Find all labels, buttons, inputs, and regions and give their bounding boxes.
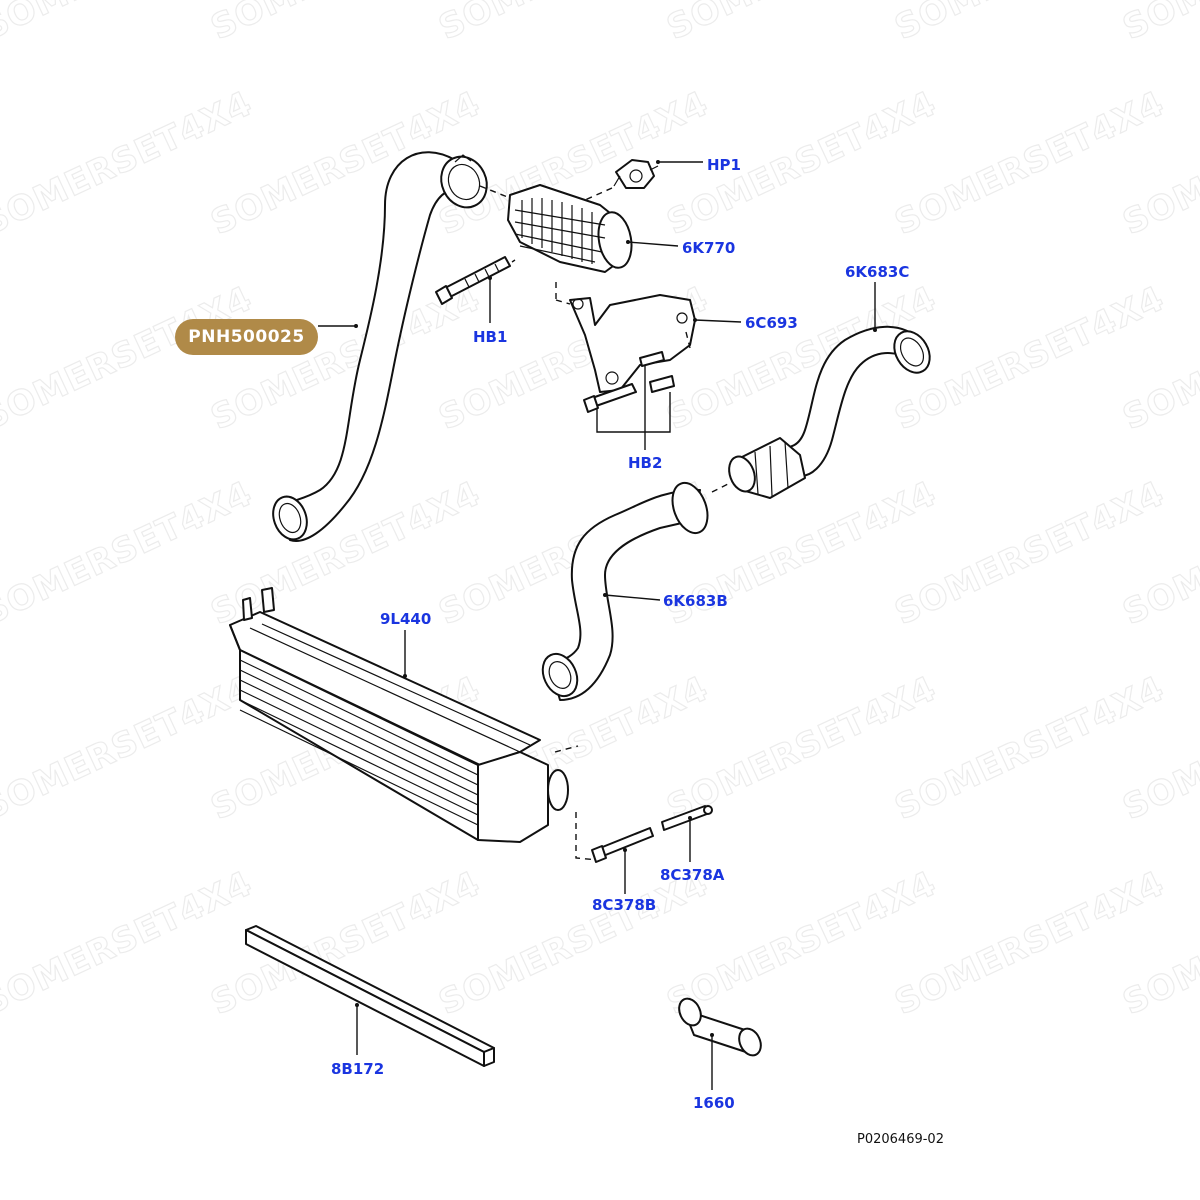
callout-8c378b[interactable]: 8C378B (592, 896, 656, 914)
hose-pnh500025 (272, 151, 511, 542)
leader-dot (656, 160, 660, 164)
bracket-6c693 (555, 282, 696, 393)
clip-hp1 (613, 159, 659, 189)
callout-6c693[interactable]: 6C693 (745, 314, 798, 332)
leader-dot (354, 324, 358, 328)
callout-6k683b[interactable]: 6K683B (663, 592, 728, 610)
callout-1660[interactable]: 1660 (693, 1094, 735, 1112)
bolt-8c378a (661, 805, 713, 831)
callout-hb1[interactable]: HB1 (473, 328, 507, 346)
bolt-hb1 (435, 256, 516, 305)
bolt-8c378b (591, 827, 654, 863)
leader-dot (710, 1033, 714, 1037)
callout-9l440[interactable]: 9L440 (380, 610, 431, 628)
leader-dot (873, 328, 877, 332)
leader-lines (318, 160, 877, 1090)
leader-dot (355, 1003, 359, 1007)
leader-dot (693, 318, 697, 322)
callout-8c378a[interactable]: 8C378A (660, 866, 725, 884)
callout-6k683c[interactable]: 6K683C (845, 263, 909, 281)
intake-body-6k770 (507, 184, 633, 273)
callout-hp1[interactable]: HP1 (707, 156, 741, 174)
watermark-layer: SOMERSET4X4SOMERSET4X4SOMERSET4X4SOMERSE… (0, 0, 1200, 1024)
leader-dot (603, 593, 607, 597)
watermark-text: SOMERSET4X4 (1117, 0, 1200, 48)
strip-8b172 (245, 925, 495, 1067)
leader-dot (623, 848, 627, 852)
intercooler-9l440 (229, 587, 599, 861)
charge-pipe (711, 437, 806, 499)
leader-dot (403, 674, 407, 678)
hose-6k683b (541, 481, 709, 701)
leader-dot (688, 816, 692, 820)
figure-reference: P0206469-02 (857, 1132, 944, 1147)
sleeve-1660 (678, 997, 762, 1057)
callout-6k770[interactable]: 6K770 (682, 239, 735, 257)
callout-8b172[interactable]: 8B172 (331, 1060, 384, 1078)
leader-dot (488, 276, 492, 280)
callout-hb2[interactable]: HB2 (628, 454, 662, 472)
part-number-badge[interactable]: PNH500025 (175, 319, 318, 355)
bolts-hb2 (583, 351, 675, 413)
leader-dot (626, 240, 630, 244)
